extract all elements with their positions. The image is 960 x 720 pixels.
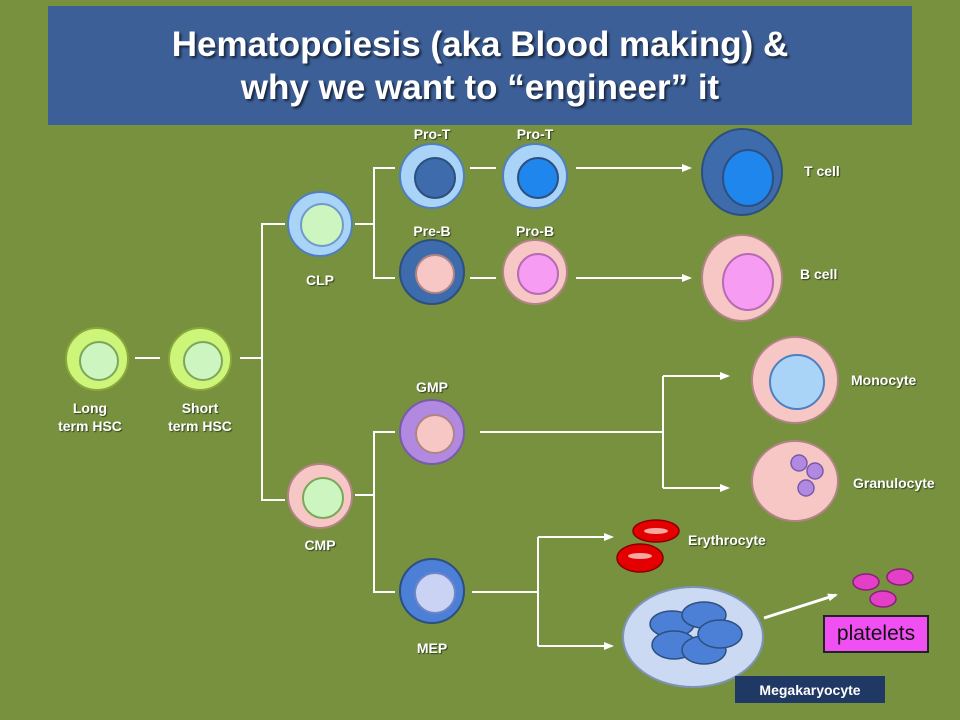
- megakaryocyte-cell: [622, 586, 764, 688]
- title-bar: Hematopoiesis (aka Blood making) & why w…: [48, 6, 912, 125]
- label-pro-t-1: Pro-T: [413, 126, 451, 142]
- label-b-cell: B cell: [800, 266, 838, 282]
- platelets-cells: [852, 568, 914, 608]
- label-clp: CLP: [306, 272, 334, 288]
- label-long-term-hsc-line1: Long: [72, 400, 108, 416]
- label-megakaryocyte: Megakaryocyte: [759, 681, 861, 698]
- label-cmp: CMP: [304, 537, 336, 553]
- connector-st-branch: [261, 223, 285, 501]
- clp-cell: [287, 191, 353, 257]
- label-granulocyte: Granulocyte: [853, 475, 935, 491]
- megakaryocyte-label-box: Megakaryocyte: [735, 676, 885, 703]
- short-term-hsc-cell: [168, 327, 232, 391]
- connector-cmp-branch: [373, 431, 395, 593]
- title-line-1: Hematopoiesis (aka Blood making) &: [171, 24, 789, 64]
- pre-b-cell: [399, 239, 465, 305]
- platelets-label-box: platelets: [823, 615, 929, 653]
- label-platelets: platelets: [836, 622, 916, 645]
- label-pro-t-2: Pro-T: [516, 126, 554, 142]
- long-term-hsc-cell: [65, 327, 129, 391]
- b-cell: [701, 234, 783, 322]
- connector-lines: [135, 164, 838, 650]
- label-long-term-hsc-line2: term HSC: [58, 418, 122, 434]
- title-line-2: why we want to “engineer” it: [240, 67, 720, 107]
- label-gmp: GMP: [416, 379, 448, 395]
- label-short-term-hsc-line1: Short: [181, 400, 219, 416]
- connector-clp-branch: [373, 167, 395, 279]
- granulocyte-cell: [751, 440, 839, 522]
- pro-b-cell: [502, 239, 568, 305]
- label-monocyte: Monocyte: [851, 372, 917, 388]
- cmp-cell: [287, 463, 353, 529]
- t-cell: [701, 128, 783, 216]
- erythrocyte-cells: [616, 519, 680, 573]
- mep-cell: [399, 558, 465, 624]
- label-short-term-hsc: Short term HSC: [168, 399, 232, 435]
- label-t-cell: T cell: [804, 163, 840, 179]
- gmp-cell: [399, 399, 465, 465]
- pro-t-cell-2: [502, 143, 568, 209]
- label-pro-b: Pro-B: [515, 223, 555, 239]
- pro-t-cell-1: [399, 143, 465, 209]
- label-pre-b: Pre-B: [413, 223, 451, 239]
- arrow-to-platelets: [763, 593, 838, 620]
- label-mep: MEP: [416, 640, 448, 656]
- label-erythrocyte: Erythrocyte: [688, 532, 766, 548]
- label-short-term-hsc-line2: term HSC: [168, 418, 232, 434]
- monocyte-cell: [751, 336, 839, 424]
- label-long-term-hsc: Long term HSC: [58, 399, 122, 435]
